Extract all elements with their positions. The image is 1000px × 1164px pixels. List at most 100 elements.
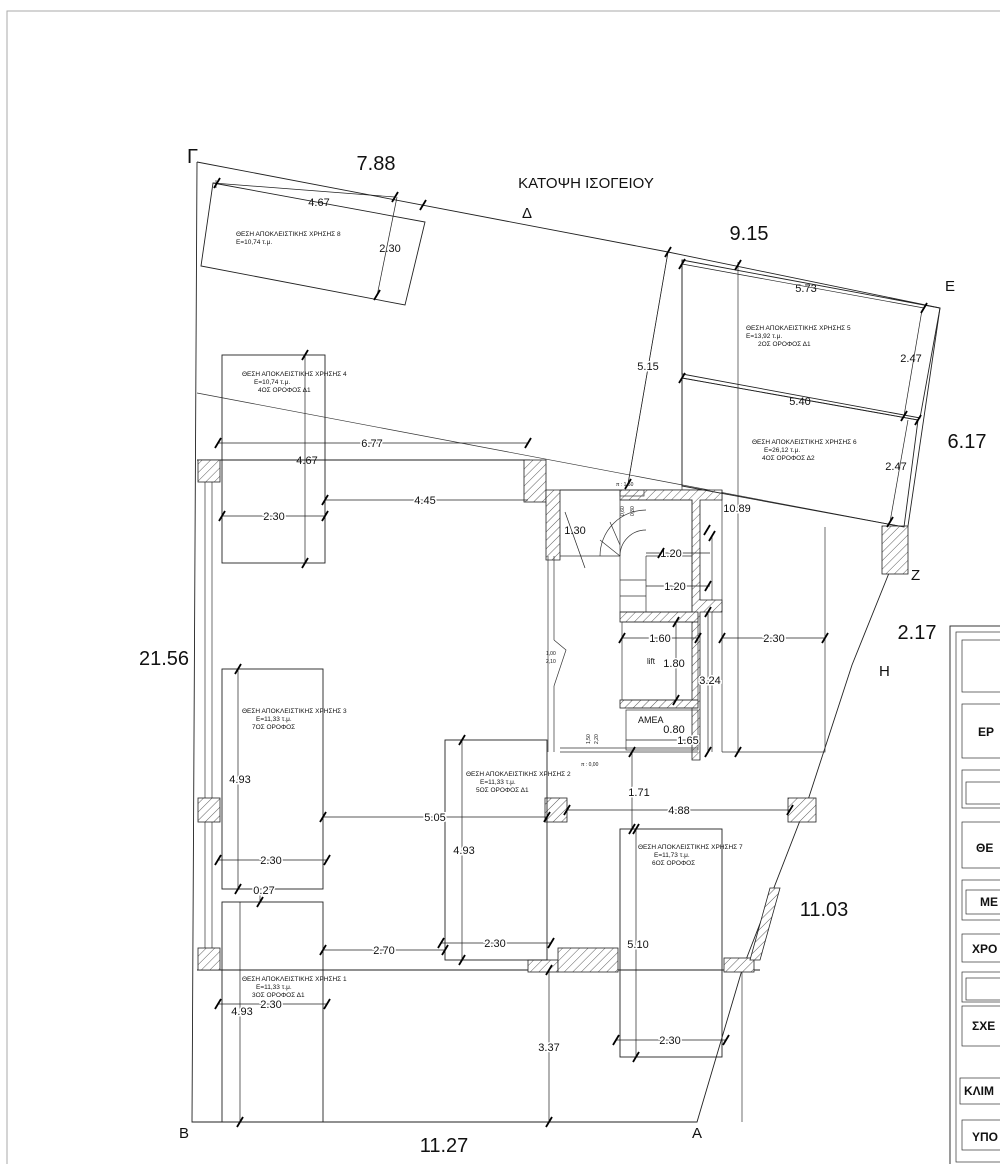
tb-row-7: ΥΠΟ (972, 1130, 998, 1144)
length-gamma-delta: 7.88 (357, 153, 396, 175)
level-top: π : 1,50 (616, 482, 634, 488)
dim-488: 4.88 (668, 805, 689, 817)
parking-2-width: 2.30 (484, 938, 505, 950)
dim-1089: 10.89 (723, 503, 751, 515)
parking-8-width: 2.30 (379, 243, 400, 255)
door2-a: 1,50 (586, 734, 592, 744)
parking-space-3: ΘΕΣΗ ΑΠΟΚΛΕΙΣΤΙΚΗΣ ΧΡΗΣΗΣ 3 E=11,33 τ.μ.… (218, 668, 347, 890)
parking-1-area: E=11,33 τ.μ. (256, 984, 292, 991)
vertex-eta: Η (879, 663, 890, 680)
parking-4-length: 4.67 (296, 455, 317, 467)
parking-5-length: 5.73 (795, 283, 816, 295)
parking-4-floor: 4ΟΣ ΟΡΟΦΟΣ Δ1 (258, 387, 311, 394)
parking-5-width: 2.47 (900, 353, 921, 365)
parking-2-length: 4.93 (453, 845, 474, 857)
parking-space-2: ΘΕΣΗ ΑΠΟΚΛΕΙΣΤΙΚΗΣ ΧΡΗΣΗΣ 2 E=11,33 τ.μ.… (441, 739, 571, 961)
parking-6-name: ΘΕΣΗ ΑΠΟΚΛΕΙΣΤΙΚΗΣ ΧΡΗΣΗΣ 6 (752, 439, 857, 446)
plot-boundary (191, 161, 941, 1123)
dim-445: 4.45 (414, 495, 435, 507)
tb-row-6: ΚΛΙΜ (964, 1084, 994, 1098)
dimension-ticks (213, 177, 928, 1128)
columns (197, 459, 909, 973)
dim-505: 5.05 (424, 812, 445, 824)
parking-8-area: E=10,74 τ.μ. (236, 239, 272, 246)
parking-8-length: 4.67 (308, 197, 329, 209)
vertex-beta: Β (179, 1125, 189, 1142)
parking-3-length: 4.93 (229, 774, 250, 786)
dim-165: 1.65 (677, 735, 698, 747)
vertex-delta: Δ (522, 205, 532, 222)
window-b: 0,80 (630, 506, 636, 516)
length-eta-alpha: 11.03 (800, 899, 849, 921)
vertex-alpha: Α (692, 1125, 702, 1142)
vertex-epsilon: Ε (945, 278, 955, 295)
parking-5-floor: 2ΟΣ ΟΡΟΦΟΣ Δ1 (758, 341, 811, 348)
parking-7-length: 5.10 (627, 939, 648, 951)
dim-120a: 1.20 (660, 548, 681, 560)
window-a: 0,60 (620, 506, 626, 516)
tb-row-2: ΘΕ (976, 841, 993, 855)
tb-row-5: ΣΧΕ (972, 1019, 995, 1033)
tb-row-4: ΧΡΟ (972, 942, 997, 956)
parking-2-area: E=11,33 τ.μ. (480, 779, 516, 786)
dim-180: 1.80 (663, 658, 684, 670)
parking-space-4: ΘΕΣΗ ΑΠΟΚΛΕΙΣΤΙΚΗΣ ΧΡΗΣΗΣ 4 E=10,74 τ.μ.… (221, 354, 347, 564)
parking-4-area: E=10,74 τ.μ. (254, 379, 290, 386)
parking-4-name: ΘΕΣΗ ΑΠΟΚΛΕΙΣΤΙΚΗΣ ΧΡΗΣΗΣ 4 (242, 371, 347, 378)
length-zeta-eta: 2.17 (898, 622, 937, 644)
parking-6-width: 2.47 (885, 461, 906, 473)
dim-324: 3.24 (699, 675, 720, 687)
tb-row-3: ΜΕ (980, 895, 998, 909)
parking-1-floor: 3ΟΣ ΟΡΟΦΟΣ Δ1 (252, 992, 305, 999)
door2-b: 2,20 (594, 734, 600, 744)
stair-core (547, 489, 699, 753)
dimension-lines: 6.77 4.45 5.15 10.89 1.30 1.20 1.20 1.60… (218, 251, 825, 1122)
length-alpha-beta: 11.27 (420, 1135, 469, 1157)
dim-677: 6.77 (361, 438, 382, 450)
parking-4-width: 2.30 (263, 511, 284, 523)
parking-6-length: 5.40 (789, 396, 810, 408)
parking-space-8: ΘΕΣΗ ΑΠΟΚΛΕΙΣΤΙΚΗΣ ΧΡΗΣΗΣ 8 E=10,74 τ.μ.… (200, 182, 426, 306)
dim-230-right: 2.30 (763, 633, 784, 645)
parking-space-5: ΘΕΣΗ ΑΠΟΚΛΕΙΣΤΙΚΗΣ ΧΡΗΣΗΣ 5 E=13,92 τ.μ.… (681, 259, 941, 419)
parking-1-width: 2.30 (260, 999, 281, 1011)
tb-row-1: ΕΡ (978, 725, 994, 739)
parking-1-name: ΘΕΣΗ ΑΠΟΚΛΕΙΣΤΙΚΗΣ ΧΡΗΣΗΣ 1 (242, 976, 347, 983)
parking-space-1: ΘΕΣΗ ΑΠΟΚΛΕΙΣΤΙΚΗΣ ΧΡΗΣΗΣ 1 E=11,33 τ.μ.… (218, 901, 347, 1123)
dim-171: 1.71 (628, 787, 649, 799)
parking-3-area: E=11,33 τ.μ. (256, 716, 292, 723)
plan-title: ΚΑΤΟΨΗ ΙΣΟΓΕΙΟΥ (518, 175, 654, 192)
parking-8-name: ΘΕΣΗ ΑΠΟΚΛΕΙΣΤΙΚΗΣ ΧΡΗΣΗΣ 8 (236, 231, 341, 238)
parking-6-floor: 4ΟΣ ΟΡΟΦΟΣ Δ2 (762, 455, 815, 462)
parking-space-6: ΘΕΣΗ ΑΠΟΚΛΕΙΣΤΙΚΗΣ ΧΡΗΣΗΣ 6 E=26,12 τ.μ.… (681, 377, 919, 528)
length-delta-epsilon: 9.15 (730, 223, 769, 245)
title-block: ΕΡ ΘΕ ΜΕ ΧΡΟ ΣΧΕ ΚΛΙΜ ΥΠΟ (949, 625, 1000, 1164)
length-beta-gamma: 21.56 (139, 648, 189, 670)
parking-1-length: 4.93 (231, 1006, 252, 1018)
dim-270: 2.70 (373, 945, 394, 957)
dim-337: 3.37 (538, 1042, 559, 1054)
parking-7-area: E=11,73 τ.μ. (654, 852, 690, 859)
parking-7-width: 2.30 (659, 1035, 680, 1047)
parking-6-area: E=26,12 τ.μ. (764, 447, 800, 454)
parking-space-7: ΘΕΣΗ ΑΠΟΚΛΕΙΣΤΙΚΗΣ ΧΡΗΣΗΣ 7 E=11,73 τ.μ.… (616, 828, 743, 1058)
parking-7-name: ΘΕΣΗ ΑΠΟΚΛΕΙΣΤΙΚΗΣ ΧΡΗΣΗΣ 7 (638, 844, 743, 851)
vertex-zeta: Ζ (911, 567, 920, 584)
vertex-gamma: Γ (187, 146, 198, 168)
length-epsilon-zeta: 6.17 (948, 431, 987, 453)
level-bottom: π : 0,00 (581, 762, 599, 768)
parking-7-floor: 6ΟΣ ΟΡΟΦΟΣ (652, 860, 695, 867)
dim-515: 5.15 (637, 361, 658, 373)
parking-2-floor: 5ΟΣ ΟΡΟΦΟΣ Δ1 (476, 787, 529, 794)
parking-5-area: E=13,92 τ.μ. (746, 333, 782, 340)
dim-160: 1.60 (649, 633, 670, 645)
lift-label: lift (647, 657, 656, 666)
parking-3-name: ΘΕΣΗ ΑΠΟΚΛΕΙΣΤΙΚΗΣ ΧΡΗΣΗΣ 3 (242, 708, 347, 715)
dim-080: 0.80 (663, 724, 684, 736)
dim-120b: 1.20 (664, 581, 685, 593)
dim-130: 1.30 (564, 525, 585, 537)
dim-027: 0.27 (253, 885, 274, 897)
parking-5-name: ΘΕΣΗ ΑΠΟΚΛΕΙΣΤΙΚΗΣ ΧΡΗΣΗΣ 5 (746, 325, 851, 332)
door-width: 1,00 (546, 651, 556, 657)
